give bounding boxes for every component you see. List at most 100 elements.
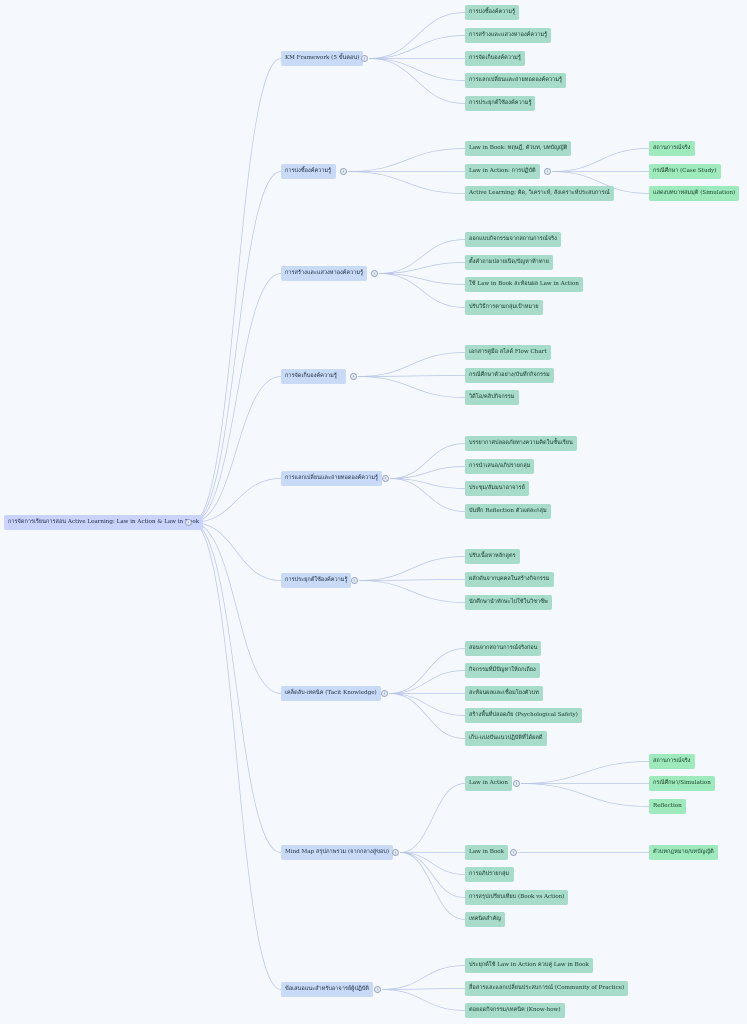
collapse-toggle-icon[interactable]: ‹: [361, 55, 368, 62]
leaf-node[interactable]: Law in Book: ทฤษฎี, ตัวบท, บทบัญญัติ: [465, 141, 572, 156]
leaf-node[interactable]: เทคนิคสำคัญ: [465, 912, 505, 927]
subleaf-node[interactable]: กรณีศึกษา/Simulation: [649, 776, 715, 791]
subleaf-node[interactable]: กรณีศึกษา (Case Study): [649, 164, 721, 179]
connector-line: [520, 761, 650, 784]
connector-line: [191, 171, 282, 523]
branch-node[interactable]: ข้อเสนอแนะสำหรับอาจารย์ผู้ปฏิบัติ: [281, 982, 373, 997]
connector-line: [378, 273, 466, 308]
leaf-node[interactable]: การสรุปเปรียบเทียบ (Book vs Action): [465, 890, 569, 905]
connector-line: [368, 35, 466, 59]
connector-line: [368, 58, 466, 104]
leaf-node[interactable]: นักศึกษานำทักษะไปใช้ในวิชาชีพ: [465, 595, 552, 610]
subleaf-node[interactable]: Reflection: [649, 799, 686, 814]
connector-line: [388, 693, 466, 716]
leaf-node[interactable]: ออกแบบกิจกรรมจากสถานการณ์จริง: [465, 232, 561, 247]
connector-line: [358, 580, 466, 603]
collapse-toggle-icon[interactable]: ‹: [382, 475, 389, 482]
connector-line: [389, 466, 466, 479]
leaf-node[interactable]: ต่อยอดกิจกรรม/เทคนิค (Know-how): [465, 1003, 565, 1018]
leaf-node[interactable]: Law in Book: [465, 845, 509, 860]
leaf-node[interactable]: กิจกรรมที่มีปัญหาให้ถกเถียง: [465, 663, 540, 678]
branch-node[interactable]: KM Framework (5 ขั้นตอน): [281, 51, 364, 66]
leaf-node[interactable]: การสร้างและแสวงหาองค์ความรู้: [465, 28, 552, 43]
collapse-toggle-icon[interactable]: ‹: [350, 373, 357, 380]
connector-line: [399, 783, 466, 853]
connector-line: [368, 58, 466, 81]
branch-node[interactable]: การประยุกต์ใช้องค์ความรู้: [281, 573, 352, 588]
leaf-node[interactable]: สอนจากสถานการณ์จริงก่อน: [465, 641, 542, 656]
leaf-node[interactable]: การแลกเปลี่ยนและถ่ายทอดองค์ความรู้: [465, 73, 567, 88]
connector-line: [381, 988, 466, 990]
branch-node[interactable]: การจัดเก็บองค์ความรู้: [281, 369, 346, 384]
connector-line: [381, 989, 466, 1011]
leaf-node[interactable]: สะท้อนผลและเชื่อมโยงตัวบท: [465, 686, 543, 701]
branch-node[interactable]: Mind Map สรุปภาพรวม (จากกลางสู่ขอบ): [281, 845, 394, 860]
connector-line: [357, 376, 466, 398]
connector-line: [191, 522, 282, 990]
subleaf-node[interactable]: แสดงบทบาทสมมุติ (Simulation): [649, 186, 740, 201]
leaf-node[interactable]: บรรยากาศปลอดภัยทางความคิดในชั้นเรียน: [465, 436, 577, 451]
connector-line: [347, 171, 466, 194]
leaf-node[interactable]: วิดีโอ/คลิปกิจกรรม: [465, 390, 519, 405]
collapse-toggle-icon[interactable]: ‹: [544, 168, 551, 175]
collapse-toggle-icon[interactable]: ‹: [392, 849, 399, 856]
connector-line: [378, 262, 466, 274]
collapse-toggle-icon[interactable]: ‹: [374, 986, 381, 993]
leaf-node[interactable]: การนำเสนอ/อภิปรายกลุ่ม: [465, 459, 535, 474]
collapse-toggle-icon[interactable]: ‹: [340, 168, 347, 175]
connector-line: [388, 670, 466, 694]
branch-node[interactable]: การแลกเปลี่ยนและถ่ายทอดองค์ความรู้: [281, 471, 383, 486]
connector-line: [358, 556, 466, 581]
connector-line: [389, 478, 466, 489]
connector-line: [378, 239, 466, 274]
leaf-node[interactable]: ประชุม/สัมมนาอาจารย์: [465, 481, 529, 496]
leaf-node[interactable]: การประยุกต์ใช้องค์ความรู้: [465, 96, 536, 111]
connector-line: [357, 352, 466, 377]
leaf-node[interactable]: Law in Action: [465, 776, 512, 791]
leaf-node[interactable]: ประยุกต์ใช้ Law in Action ควบคู่ Law in …: [465, 958, 593, 973]
leaf-node[interactable]: ใช้ Law in Book สะท้อนผล Law in Action: [465, 277, 583, 292]
connector-line: [191, 522, 282, 853]
collapse-toggle-icon[interactable]: ‹: [371, 270, 378, 277]
leaf-node[interactable]: การอภิปรายกลุ่ม: [465, 867, 514, 882]
collapse-toggle-icon[interactable]: ‹: [351, 577, 358, 584]
connector-line: [191, 273, 282, 523]
leaf-node[interactable]: กรณีศึกษาตัวอย่าง/บันทึกกิจกรรม: [465, 368, 554, 383]
connector-line: [399, 852, 466, 898]
collapse-toggle-icon[interactable]: ‹: [513, 780, 520, 787]
collapse-toggle-icon[interactable]: ‹: [185, 519, 192, 526]
leaf-node[interactable]: Active Learning: คิด, วิเคราะห์, สังเครา…: [465, 186, 614, 201]
leaf-node[interactable]: การจัดเก็บองค์ความรู้: [465, 51, 525, 66]
leaf-node[interactable]: ปรับเนื้อหาหลักสูตร: [465, 549, 520, 564]
connector-line: [389, 443, 466, 479]
leaf-node[interactable]: การบ่งชี้องค์ความรู้: [465, 5, 520, 20]
connector-line: [191, 376, 282, 523]
leaf-node[interactable]: ผลักดันจากบุคคลในสร้างกิจกรรม: [465, 572, 554, 587]
connector-line: [357, 375, 466, 377]
connector-line: [191, 522, 282, 581]
leaf-node[interactable]: สร้างพื้นที่ปลอดภัย (Psychological Safet…: [465, 708, 582, 723]
mindmap-root-node[interactable]: การจัดการเรียนการสอน Active Learning: La…: [4, 515, 204, 530]
connector-line: [347, 148, 466, 172]
connector-line: [381, 965, 466, 990]
collapse-toggle-icon[interactable]: ‹: [510, 849, 517, 856]
branch-node[interactable]: การสร้างและแสวงหาองค์ความรู้: [281, 266, 368, 281]
collapse-toggle-icon[interactable]: ‹: [381, 690, 388, 697]
leaf-node[interactable]: ตั้งคำถามปลายเปิด/ปัญหาท้าทาย: [465, 255, 553, 270]
subleaf-node[interactable]: สถานการณ์จริง: [649, 754, 695, 769]
leaf-node[interactable]: สื่อสารและแลกเปลี่ยนประสบการณ์ (Communit…: [465, 981, 629, 996]
leaf-node[interactable]: เก็บ-แบ่งปันแนวปฏิบัติที่ได้ผลดี: [465, 731, 547, 746]
connector-line: [358, 579, 466, 581]
branch-node[interactable]: การบ่งชี้องค์ความรู้: [281, 164, 336, 179]
leaf-node[interactable]: ปรับวิธีการตามกลุ่มเป้าหมาย: [465, 300, 543, 315]
subleaf-node[interactable]: ตัวบทกฎหมาย/บทบัญญัติ: [649, 845, 718, 860]
connector-line: [378, 273, 466, 285]
subleaf-node[interactable]: สถานการณ์จริง: [649, 141, 695, 156]
connector-line: [399, 852, 466, 875]
leaf-node[interactable]: Law in Action: การปฏิบัติ: [465, 164, 540, 179]
branch-node[interactable]: เคล็ดลับ-เทคนิค (Tacit Knowledge): [281, 686, 381, 701]
leaf-node[interactable]: เอกสารคู่มือ สไลด์ Flow Chart: [465, 345, 551, 360]
connector-line: [551, 171, 650, 194]
leaf-node[interactable]: บันทึก Reflection ตัวแต่ละกลุ่ม: [465, 504, 551, 519]
